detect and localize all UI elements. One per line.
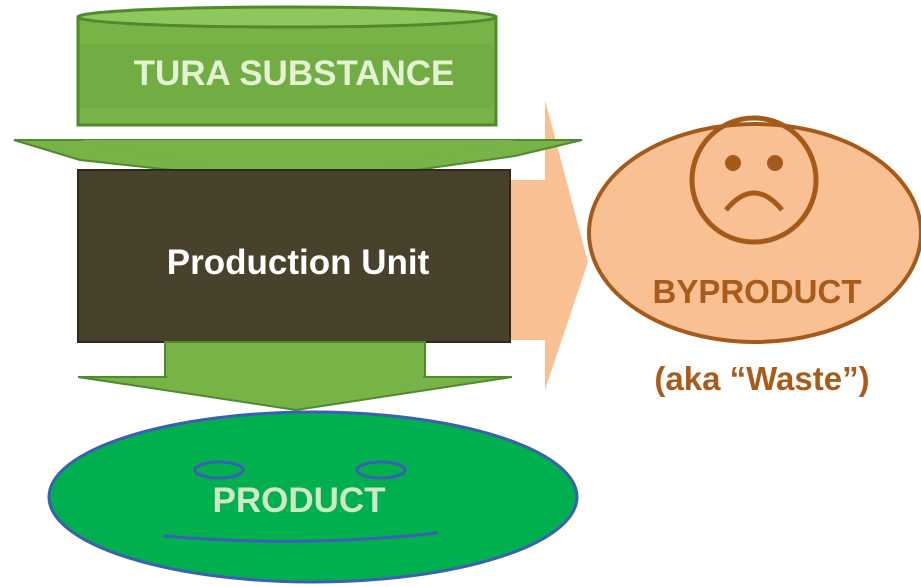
byproduct-arrow bbox=[510, 100, 588, 390]
byproduct-ellipse: BYPRODUCT bbox=[587, 115, 921, 344]
product-label: PRODUCT bbox=[212, 481, 385, 520]
input-arrow-tip bbox=[80, 140, 515, 188]
product-ellipse: PRODUCT bbox=[47, 410, 579, 584]
production-unit-label: Production Unit bbox=[167, 243, 430, 282]
waste-note-label: (aka “Waste”) bbox=[654, 360, 869, 397]
smile-face-icon bbox=[163, 531, 439, 543]
byproduct-label: BYPRODUCT bbox=[652, 273, 861, 310]
tura-substance-cylinder: TURA SUBSTANCE bbox=[76, 5, 498, 127]
product-arrow bbox=[77, 341, 513, 412]
product-left-eye-icon bbox=[193, 460, 245, 480]
production-unit-box bbox=[77, 169, 511, 343]
tura-substance-label: TURA SUBSTANCE bbox=[134, 54, 455, 93]
sad-face-icon bbox=[689, 115, 819, 245]
product-right-eye-icon bbox=[355, 460, 407, 480]
